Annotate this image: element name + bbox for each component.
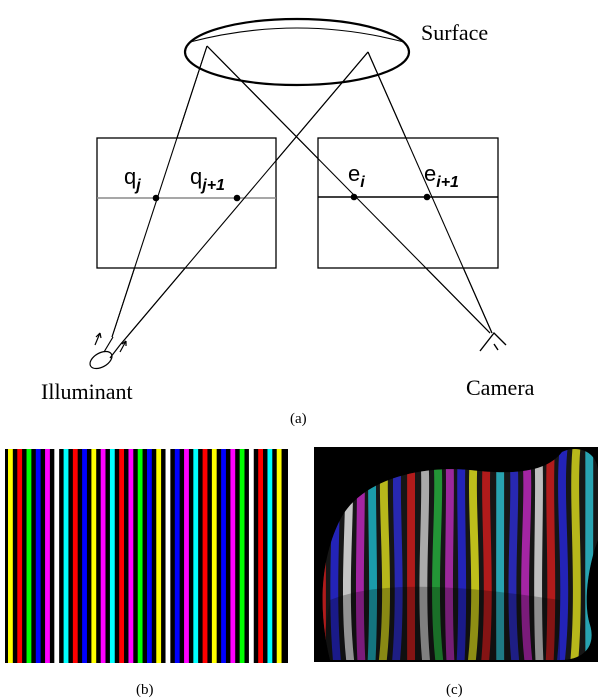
pattern-stripe [165, 449, 171, 663]
projector-image-plane [96, 137, 277, 269]
panel-a-geometry-diagram: qj qj+1 ei ei+1 Surface Illuminant [41, 17, 535, 427]
projected-stripe [355, 449, 366, 660]
projected-stripe [496, 449, 505, 660]
panel-b-stripe-pattern: (b) [5, 449, 288, 698]
projected-stripe [508, 449, 520, 660]
pattern-stripe [221, 449, 226, 663]
caption-a: (a) [290, 411, 307, 427]
pattern-stripe [8, 449, 13, 663]
point-q-j [152, 194, 160, 202]
projected-stripe [467, 449, 480, 660]
pattern-stripe [109, 449, 115, 663]
projected-stripe [445, 449, 455, 660]
projected-stripe [481, 449, 492, 660]
pattern-stripe [156, 449, 162, 663]
pattern-stripe [258, 449, 264, 663]
panel-c-projected-surface-photo: (c) [314, 447, 598, 698]
pattern-stripe [100, 449, 106, 663]
label-e-i: ei [348, 161, 365, 191]
projected-stripe [367, 449, 378, 660]
pattern-stripe [193, 449, 199, 663]
projected-stripe [419, 449, 431, 660]
photo-projected-stripes [322, 449, 594, 660]
pattern-stripe [128, 449, 134, 663]
pattern-stripe [230, 449, 236, 663]
pattern-stripe [184, 449, 189, 663]
ray-surface-to-camera-right-overlay [367, 51, 493, 334]
pattern-stripe [174, 449, 180, 663]
pattern-stripe [202, 449, 208, 663]
pattern-stripe [211, 449, 217, 663]
camera-label: Camera [466, 375, 535, 400]
pattern-stripe [63, 449, 69, 663]
label-q-j: qj [124, 164, 141, 194]
pattern-stripe [91, 449, 97, 663]
point-e-i-plus-1 [423, 193, 431, 201]
label-e-i-plus-1: ei+1 [424, 161, 459, 191]
pattern-stripe [267, 449, 273, 663]
caption-b: (b) [136, 682, 154, 698]
projected-stripe [534, 449, 544, 660]
surface-ellipse [183, 17, 411, 87]
projected-stripe [570, 449, 581, 660]
pattern-stripe [239, 449, 245, 663]
pattern-stripe [72, 449, 78, 663]
pattern-stripe [137, 449, 143, 663]
pattern-stripe [17, 449, 23, 663]
projected-stripe [521, 449, 533, 660]
projected-stripe [432, 449, 444, 660]
pattern-stripe [45, 449, 50, 663]
pattern-stripe [119, 449, 125, 663]
projected-stripe [392, 449, 403, 660]
camera-eye-icon [479, 331, 507, 352]
ray-surface-to-camera-left-overlay [206, 45, 491, 334]
pattern-stripe [276, 449, 282, 663]
surface-label: Surface [421, 20, 488, 45]
surface-inner-rim [189, 27, 405, 43]
projected-stripe [378, 449, 390, 660]
illuminant-label: Illuminant [41, 379, 133, 404]
pattern-stripe [147, 449, 152, 663]
camera-image-plane [317, 137, 499, 269]
point-e-i [350, 193, 358, 201]
ray-illuminant-to-surface-right-overlay [119, 51, 369, 346]
pattern-stripe [82, 449, 87, 663]
projected-stripe [407, 449, 416, 660]
point-q-j-plus-1 [233, 194, 241, 202]
pattern-stripe [54, 449, 60, 663]
pattern-stripe [26, 449, 32, 663]
label-q-j-plus-1: qj+1 [190, 164, 225, 194]
caption-c: (c) [446, 682, 463, 698]
pattern-stripe [248, 449, 254, 663]
projected-stripe [545, 449, 556, 660]
ray-illuminant-to-surface-left-overlay [111, 45, 208, 338]
projected-stripe [456, 449, 467, 660]
illuminant-icon [89, 332, 127, 370]
projected-stripe [556, 449, 569, 660]
stripe-pattern-stripes [8, 449, 282, 663]
pattern-stripe [35, 449, 41, 663]
